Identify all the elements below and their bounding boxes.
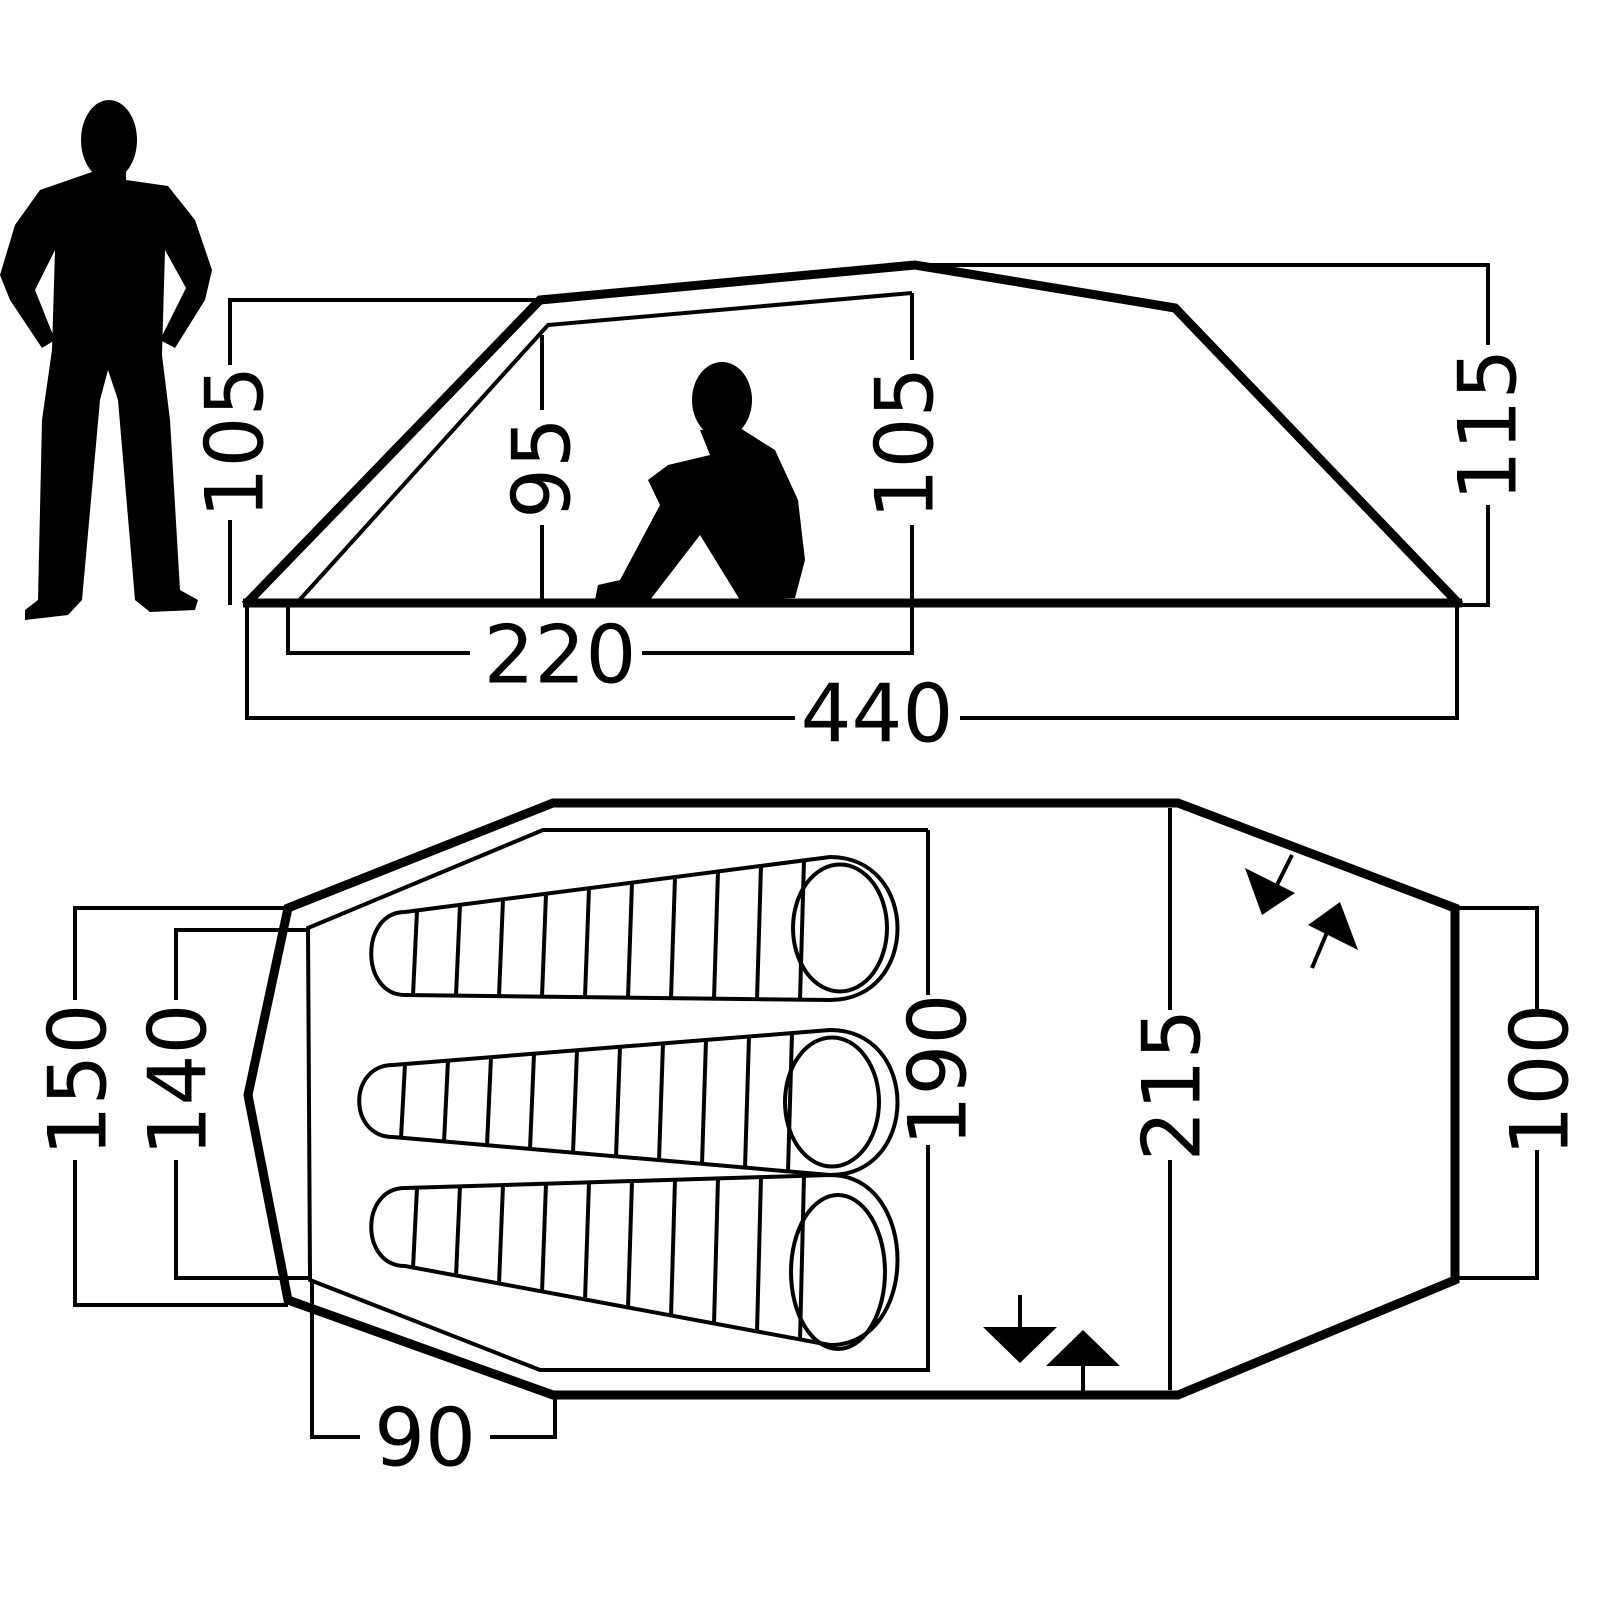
sleeping-bag-hood (789, 1193, 887, 1351)
sleeping-bag-stripe (786, 1032, 794, 1172)
sleeping-bag-stripe (755, 865, 763, 1000)
sleeping-bag-hood (791, 862, 889, 994)
sleeping-bag-stripe (712, 871, 720, 999)
dim-inner-height: 95 (496, 417, 589, 519)
sleeping-bag-stripe (540, 1183, 548, 1293)
sleeping-bag-stripe (442, 1060, 450, 1142)
sleeping-bag-stripe (411, 910, 419, 996)
sleeping-bag-stripe (497, 899, 505, 997)
sleeping-bag-stripe (700, 1039, 708, 1165)
sleeping-bag-stripe (540, 893, 548, 997)
sleeping-bag-icon (369, 854, 900, 1003)
sleeping-bag-icon (369, 1172, 900, 1351)
sleeping-bag-stripe (583, 888, 591, 998)
sleeping-bag-stripe (626, 882, 634, 998)
sleeping-bag-stripe (755, 1177, 763, 1333)
sleeping-bag-stripe (454, 1186, 462, 1277)
floor-outline (243, 798, 1460, 1400)
sleeping-bag-stripe (571, 1050, 579, 1154)
sleeping-bag-stripe (798, 1175, 806, 1341)
sleeping-bag-stripe (657, 1043, 665, 1161)
inner-tent-outline (293, 291, 913, 607)
sleeping-bag-stripe (454, 904, 462, 996)
sleeping-bag-hood (783, 1035, 881, 1169)
dim-left-height: 105 (189, 366, 282, 519)
dim-center-height: 105 (859, 367, 952, 520)
dim-end-depth: 90 (374, 1392, 476, 1485)
sleeping-bag-stripe (798, 860, 806, 1000)
sleeping-bag-icon (357, 1027, 900, 1178)
sleeping-bag-stripe (614, 1046, 622, 1157)
dim-rear-width: 100 (1494, 1004, 1587, 1157)
standing-person-icon (0, 100, 212, 620)
sleeping-bag-stripe (583, 1182, 591, 1301)
dim-inner-length: 220 (484, 609, 637, 702)
dim-vestibule-width: 215 (1126, 1009, 1219, 1162)
sleeping-bag-stripe (411, 1187, 419, 1269)
sitting-person-icon (595, 362, 805, 600)
dim-right-height: 115 (1442, 349, 1535, 502)
sleeping-bag-stripe (712, 1178, 720, 1325)
dim-total-length: 440 (801, 668, 954, 761)
door-arrow-icon (1245, 854, 1358, 969)
sleeping-bag-stripe (528, 1053, 536, 1150)
sleeping-bag-stripe (669, 876, 677, 999)
sleeping-bag-stripe (669, 1179, 677, 1317)
sleeping-bag-stripe (743, 1036, 751, 1169)
sleeping-bag-stripe (399, 1063, 407, 1139)
dim-outer-width: 150 (32, 1004, 125, 1157)
side-view: 105 95 105 115 220 440 (189, 260, 1535, 761)
sleeping-bag-stripe (497, 1184, 505, 1285)
sleeping-bag-stripe (485, 1057, 493, 1146)
outer-tent-outline (241, 260, 1464, 609)
floor-plan: 190 215 150 140 100 90 (32, 798, 1587, 1485)
dim-bag-length: 190 (892, 994, 985, 1147)
door-arrow-icon (983, 1295, 1120, 1392)
dim-inner-width: 140 (132, 1004, 225, 1157)
sleeping-bag-stripe (626, 1180, 634, 1309)
